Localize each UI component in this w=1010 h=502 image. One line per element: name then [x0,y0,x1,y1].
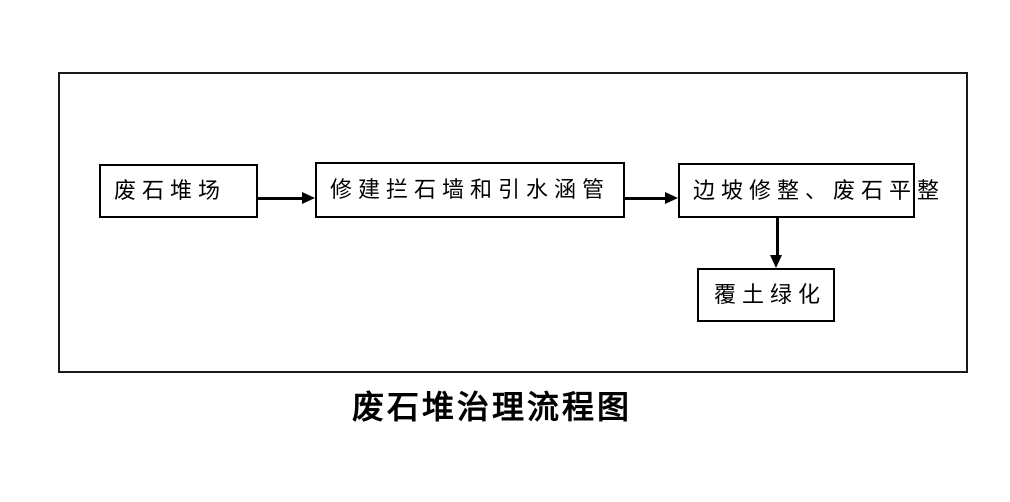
arrow-down-icon [770,255,782,268]
diagram-border-frame [58,72,968,373]
flow-node-slope-and-leveling: 边坡修整、废石平整 [678,163,939,218]
flow-node-build-wall-and-culvert: 修建拦石墙和引水涵管 [315,162,625,218]
arrow-connector-2-line [625,197,667,200]
flow-node-label: 废石堆场 [114,178,227,203]
arrow-connector-3-line [776,218,779,256]
diagram-caption: 废石堆治理流程图 [351,389,632,425]
flow-node-waste-rock-yard: 废石堆场 [99,164,258,218]
flow-node-label: 修建拦石墙和引水涵管 [330,177,611,202]
flow-node-label: 覆土绿化 [714,282,827,307]
arrow-connector-1-line [258,197,304,200]
arrow-right-icon [665,192,678,204]
flow-node-soil-cover-greening: 覆土绿化 [697,268,835,322]
flow-node-label: 边坡修整、废石平整 [693,177,946,203]
arrow-right-icon [302,192,315,204]
